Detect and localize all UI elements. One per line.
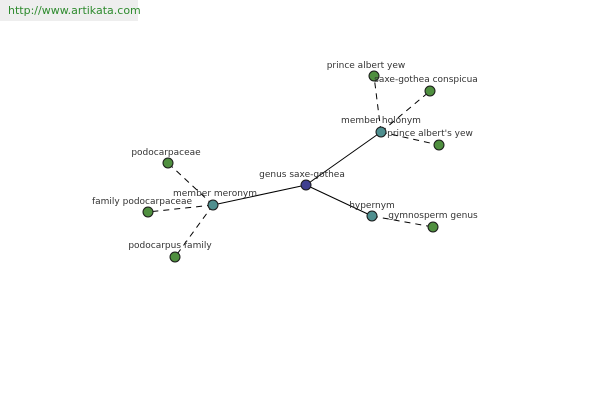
node-label[interactable]: prince albert's yew bbox=[387, 129, 473, 139]
node-label[interactable]: member holonym bbox=[341, 116, 421, 126]
node-label[interactable]: saxe-gothea conspicua bbox=[374, 75, 478, 85]
edge-n1-n4 bbox=[373, 75, 382, 133]
leaf-node[interactable] bbox=[169, 251, 181, 263]
labels-layer: genus saxe-gothea member holonym member me… bbox=[92, 61, 478, 251]
node-label[interactable]: podocarpaceae bbox=[131, 148, 201, 158]
leaf-node[interactable] bbox=[427, 221, 439, 233]
watermark-link[interactable]: http://www.artikata.com bbox=[0, 0, 141, 21]
edges-layer bbox=[147, 75, 440, 258]
node-label[interactable]: genus saxe-gothea bbox=[259, 170, 345, 180]
leaf-node[interactable] bbox=[433, 139, 445, 151]
edge-n0-n3 bbox=[305, 184, 373, 217]
node-label[interactable]: family podocarpaceae bbox=[92, 197, 192, 207]
leaf-node[interactable] bbox=[368, 70, 380, 82]
node-label[interactable]: prince albert yew bbox=[327, 61, 406, 71]
edge-n1-n6 bbox=[380, 131, 440, 146]
relation-node[interactable] bbox=[366, 210, 378, 222]
leaf-node[interactable] bbox=[424, 85, 436, 97]
leaf-node[interactable] bbox=[142, 206, 154, 218]
edge-n0-n2 bbox=[212, 184, 307, 206]
edge-n0-n1 bbox=[305, 131, 382, 186]
node-label[interactable]: member meronym bbox=[173, 189, 257, 199]
leaf-node[interactable] bbox=[162, 157, 174, 169]
node-label[interactable]: hypernym bbox=[349, 201, 395, 211]
node-label[interactable]: gymnosperm genus bbox=[388, 211, 478, 221]
relation-node[interactable] bbox=[207, 199, 219, 211]
nodes-layer bbox=[142, 70, 445, 263]
node-label[interactable]: podocarpus family bbox=[128, 241, 212, 251]
center-node[interactable] bbox=[300, 179, 312, 191]
relation-node[interactable] bbox=[375, 126, 387, 138]
